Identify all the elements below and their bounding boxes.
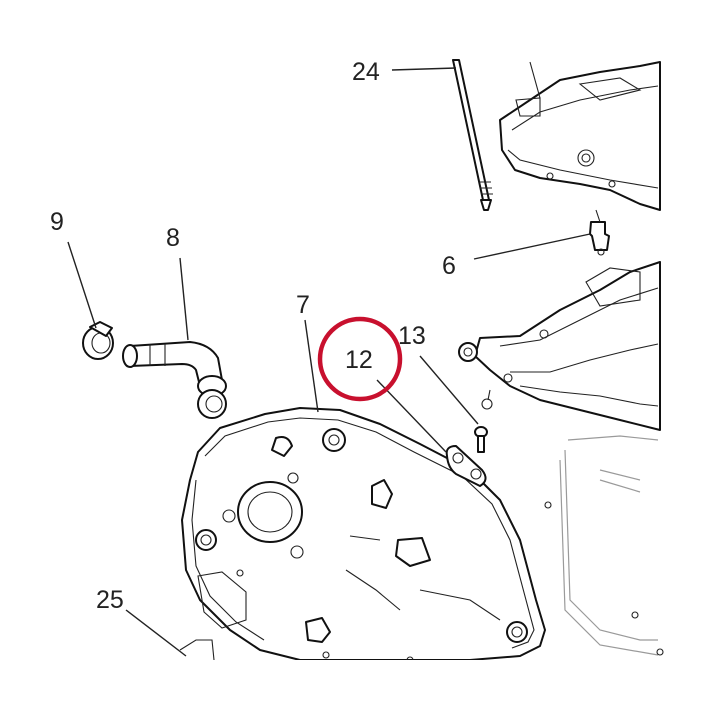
leader-25 [125, 609, 187, 657]
callout-25[interactable]: 25 [96, 586, 124, 614]
leader-8 [179, 257, 189, 341]
highlight-ring [317, 316, 403, 402]
leader-9 [67, 241, 97, 329]
callout-labels: 24 6 9 8 7 12 13 25 [50, 58, 456, 614]
leader-13 [419, 355, 479, 425]
callout-6[interactable]: 6 [442, 252, 456, 280]
callout-7[interactable]: 7 [296, 291, 310, 319]
gasket-plate-drawing [445, 445, 487, 487]
fitting-drawing [589, 209, 610, 256]
leader-24 [391, 67, 457, 71]
upper-housing-drawing [499, 61, 661, 211]
dipstick-rod-drawing [452, 59, 493, 211]
leader-12 [376, 379, 447, 453]
breather-hose-drawing [122, 341, 227, 419]
bottom-crop-mask [0, 660, 720, 720]
leader-lines [67, 67, 591, 657]
callout-9[interactable]: 9 [50, 208, 64, 236]
leader-6 [473, 233, 591, 260]
callout-12[interactable]: 12 [345, 346, 373, 374]
cover-housing-drawing [179, 407, 546, 664]
callout-24[interactable]: 24 [352, 58, 380, 86]
callout-8[interactable]: 8 [166, 224, 180, 252]
callout-13[interactable]: 13 [398, 322, 426, 350]
leader-7 [304, 319, 319, 413]
hose-clamp-drawing [82, 321, 114, 360]
frame-drawing [458, 261, 664, 656]
screw-drawing [474, 426, 488, 453]
